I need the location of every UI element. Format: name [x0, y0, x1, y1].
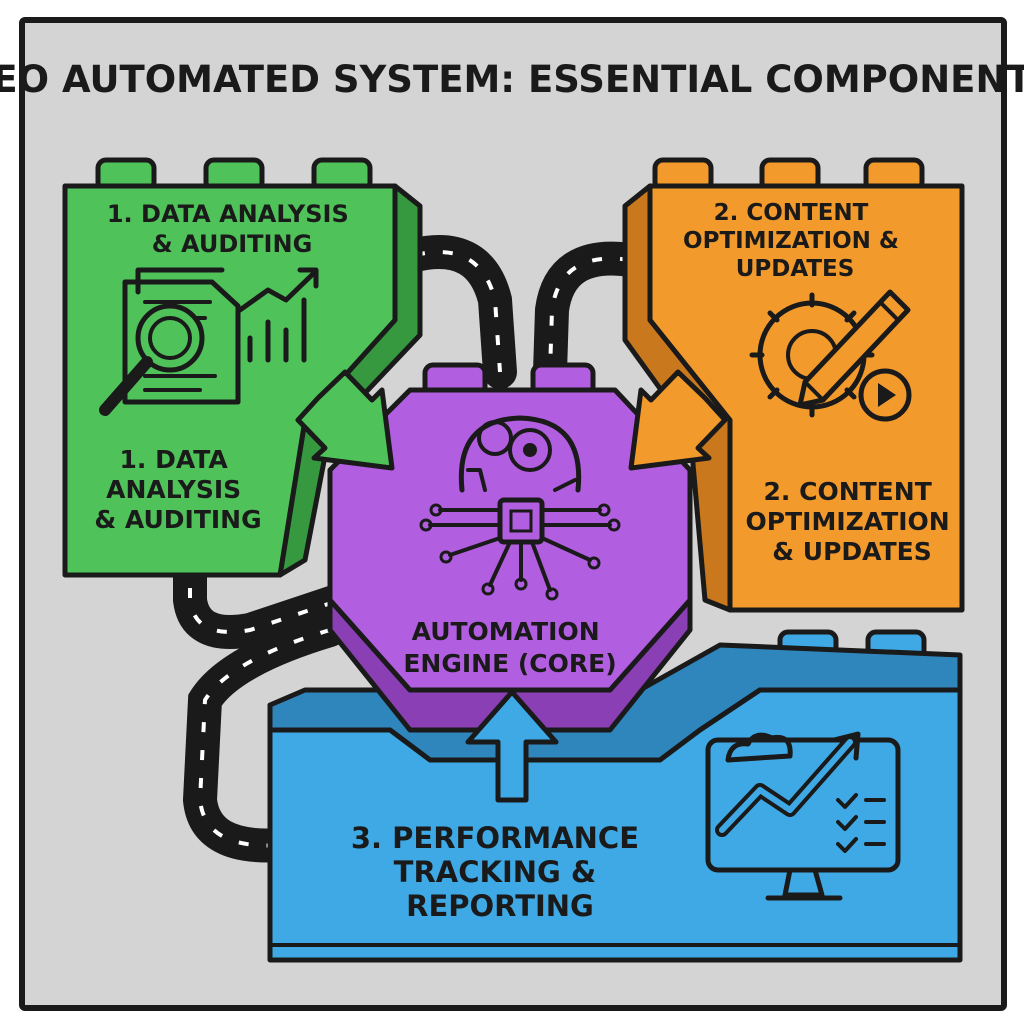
diagram-title: SEO AUTOMATED SYSTEM: ESSENTIAL COMPONEN… [0, 58, 1024, 101]
content-optimization-title: 2. CONTENT OPTIMIZATION & UPDATES [683, 200, 907, 282]
monitor-growth-chart-icon [705, 731, 901, 901]
robot-head-circuit-icon [419, 415, 621, 601]
magnifier-document-chart-icon [99, 267, 319, 416]
arrow-blue-to-core [465, 689, 559, 803]
arrow-orange-to-core [628, 369, 728, 471]
arrow-green-to-core [295, 369, 395, 471]
gear-pencil-play-icon [749, 289, 912, 422]
performance-tracking-label: 3. PERFORMANCE TRACKING & REPORTING [351, 821, 649, 923]
data-analysis-label: 1. DATA ANALYSIS & AUDITING [94, 445, 261, 534]
connector-belts [173, 235, 647, 863]
automation-engine-label: AUTOMATION ENGINE (CORE) [403, 617, 616, 678]
block-content-optimization: 2. CONTENT OPTIMIZATION & UPDATES 2. CON… [622, 157, 965, 613]
data-analysis-title: 1. DATA ANALYSIS & AUDITING [107, 200, 357, 258]
block-automation-engine: AUTOMATION ENGINE (CORE) [327, 362, 693, 733]
block-performance-tracking: 3. PERFORMANCE TRACKING & REPORTING [267, 629, 963, 963]
content-optimization-label: 2. CONTENT OPTIMIZATION & UPDATES [746, 477, 959, 566]
